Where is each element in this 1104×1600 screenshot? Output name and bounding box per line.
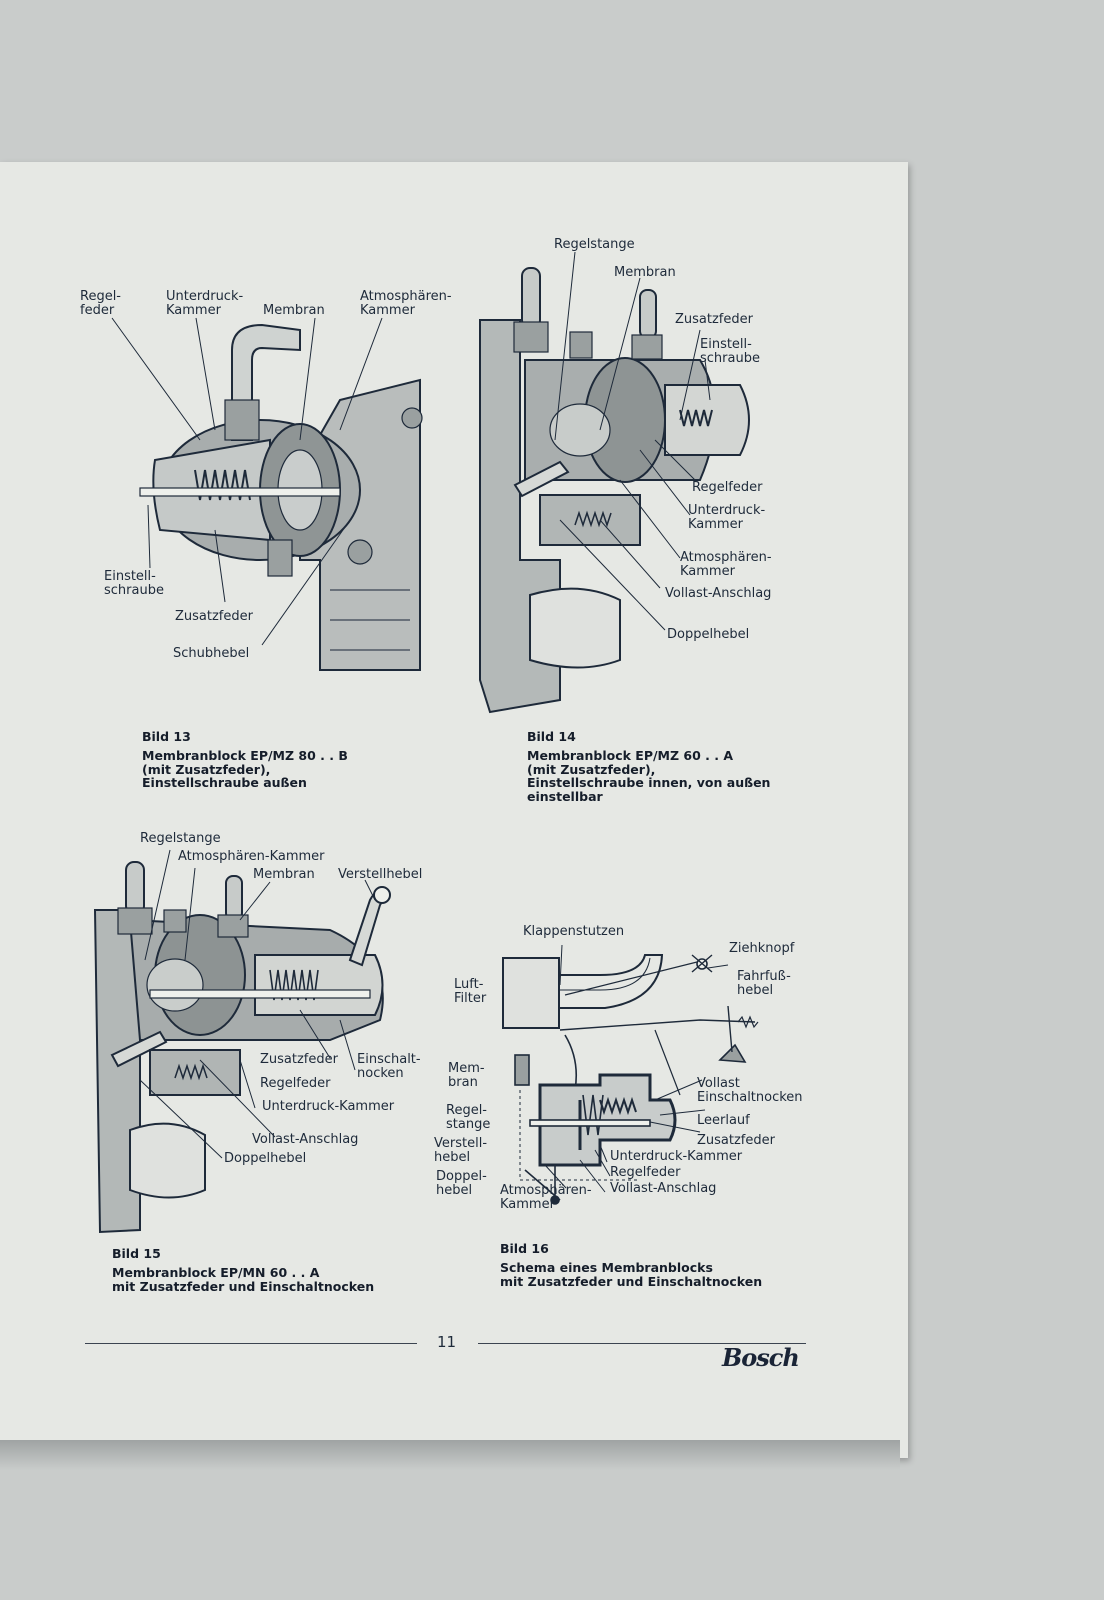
- fig15-label-regelfeder: Regelfeder: [260, 1076, 331, 1091]
- fig16-label-verstell: Verstell- hebel: [434, 1136, 488, 1165]
- fig13-label-schub: Schubhebel: [173, 646, 250, 661]
- fig15-label-zusatz: Zusatzfeder: [260, 1052, 338, 1067]
- fig13-label-atmos: Atmosphären- Kammer: [360, 289, 452, 318]
- fig16-label-luft: Luft- Filter: [454, 977, 487, 1006]
- fig15-label-doppel: Doppelhebel: [224, 1151, 307, 1166]
- fig16-label-vollast-ein: Vollast Einschaltnocken: [697, 1076, 803, 1105]
- fig15-label-vollast: Vollast-Anschlag: [252, 1132, 359, 1147]
- fig15-label-unterdruck: Unterdruck-Kammer: [262, 1099, 395, 1114]
- fig16-caption-title: Bild 16: [500, 1241, 549, 1256]
- fig15-label-membran: Membran: [253, 867, 315, 882]
- fig14-caption-text: Membranblock EP/MZ 60 . . A (mit Zusatzf…: [527, 748, 771, 804]
- fig13-label-unterdruck: Unterdruck- Kammer: [166, 289, 244, 318]
- fig16-label-atmos: Atmosphären- Kammer: [500, 1183, 592, 1212]
- footer-rule-right: [478, 1343, 806, 1344]
- fig14-label-einstell: Einstell- schraube: [700, 337, 760, 366]
- fig16-label-ziehknopf: Ziehknopf: [729, 941, 795, 956]
- fig14-label-vollast: Vollast-Anschlag: [665, 586, 772, 601]
- fig16-label-regelfeder: Regelfeder: [610, 1165, 681, 1180]
- fig16-label-membran: Mem- bran: [448, 1061, 485, 1090]
- fig16-label-zusatz: Zusatzfeder: [697, 1133, 775, 1148]
- fig14-label-atmos: Atmosphären- Kammer: [680, 550, 772, 579]
- fig15-label-atmos: Atmosphären-Kammer: [178, 849, 325, 864]
- fig16-label-unterdruck: Unterdruck-Kammer: [610, 1149, 743, 1164]
- fig15-label-verstell: Verstellhebel: [338, 867, 423, 882]
- fig16-label-fahrfuss: Fahrfuß- hebel: [737, 969, 791, 998]
- fig14-caption-title: Bild 14: [527, 729, 576, 744]
- fig14-label-zusatz: Zusatzfeder: [675, 312, 753, 327]
- page-edge-shadow: [0, 1440, 900, 1470]
- fig15-label-einschalt: Einschalt- nocken: [357, 1052, 421, 1081]
- fig13-label-membran: Membran: [263, 303, 325, 318]
- fig16-label-regelstange: Regel- stange: [446, 1103, 491, 1132]
- fig16-label-doppel: Doppel- hebel: [436, 1169, 487, 1198]
- fig15-caption-title: Bild 15: [112, 1246, 161, 1261]
- fig14-label-unterdruck: Unterdruck- Kammer: [688, 503, 766, 532]
- fig14-label-membran: Membran: [614, 265, 676, 280]
- fig16-label-klappen: Klappenstutzen: [523, 924, 625, 939]
- fig16-label-vollast: Vollast-Anschlag: [610, 1181, 717, 1196]
- bosch-logo: Bosch: [722, 1343, 800, 1372]
- fig13-caption-text: Membranblock EP/MZ 80 . . B (mit Zusatzf…: [142, 748, 348, 790]
- fig13-label-einstell: Einstell- schraube: [104, 569, 164, 598]
- fig15-caption-text: Membranblock EP/MN 60 . . A mit Zusatzfe…: [112, 1265, 375, 1294]
- fig13-caption-title: Bild 13: [142, 729, 191, 744]
- fig13-label-regelfeder: Regel- feder: [80, 289, 121, 318]
- fig14-label-doppel: Doppelhebel: [667, 627, 750, 642]
- fig16-label-leerlauf: Leerlauf: [697, 1113, 750, 1128]
- fig13-label-zusatz: Zusatzfeder: [175, 609, 253, 624]
- fig16-caption-text: Schema eines Membranblocks mit Zusatzfed…: [500, 1260, 763, 1289]
- footer-rule-left: [85, 1343, 417, 1344]
- fig14-label-regelstange: Regelstange: [554, 237, 635, 252]
- manual-page: [0, 162, 908, 1458]
- fig15-label-regelstange: Regelstange: [140, 831, 221, 846]
- page-number: 11: [437, 1333, 457, 1351]
- fig14-label-regelfeder: Regelfeder: [692, 480, 763, 495]
